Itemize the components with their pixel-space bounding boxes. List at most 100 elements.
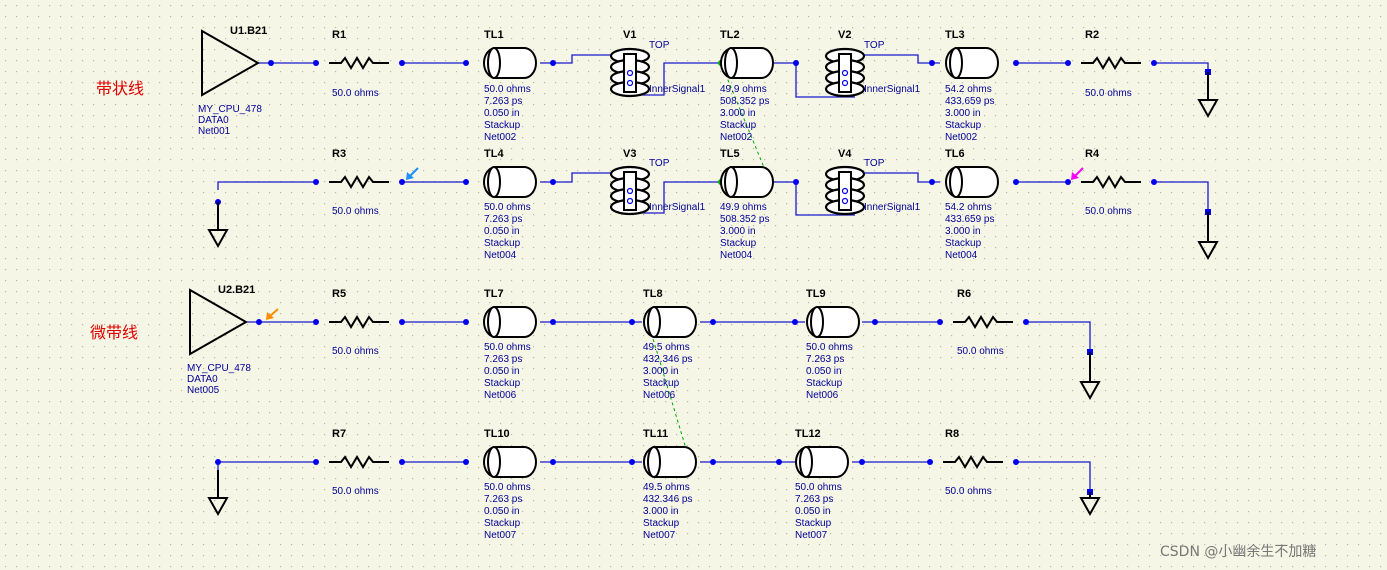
- tline-impedance: 50.0 ohms: [484, 84, 531, 95]
- resistor-ref: R8: [945, 428, 959, 440]
- resistor-r8[interactable]: R8 50.0 ohms: [942, 428, 1004, 497]
- via-bottom-layer: InnerSignal1: [864, 84, 921, 95]
- tline-ref: TL1: [484, 29, 504, 41]
- driver-u2-net: Net005: [187, 385, 220, 396]
- tline-net: Net007: [484, 530, 517, 541]
- ground-icon: [208, 470, 228, 515]
- tline-model: Stackup: [945, 120, 982, 131]
- tline-length: 3.000 in: [720, 108, 756, 119]
- tline-impedance: 54.2 ohms: [945, 202, 992, 213]
- tline-tl4[interactable]: TL4 50.0 ohms 7.263 ps 0.050 in Stackup …: [483, 148, 537, 261]
- watermark: CSDN @小幽余生不加糖: [1160, 543, 1316, 560]
- resistor-ref: R1: [332, 29, 346, 41]
- tline-tl7[interactable]: TL7 50.0 ohms 7.263 ps 0.050 in Stackup …: [483, 288, 537, 401]
- resistor-r7[interactable]: R7 50.0 ohms: [328, 428, 390, 497]
- resistor-r4[interactable]: R4 50.0 ohms: [1080, 148, 1142, 217]
- tline-ref: TL9: [806, 288, 826, 300]
- driver-u1-net: Net001: [198, 126, 231, 137]
- tline-ref: TL11: [643, 428, 668, 440]
- tline-length: 0.050 in: [484, 108, 520, 119]
- tline-tl5[interactable]: TL5 49.9 ohms 508.352 ps 3.000 in Stacku…: [720, 148, 774, 261]
- tline-impedance: 50.0 ohms: [484, 482, 531, 493]
- tline-net: Net006: [806, 390, 839, 401]
- via-bottom-layer: InnerSignal1: [649, 84, 706, 95]
- tline-model: Stackup: [806, 378, 843, 389]
- resistor-ref: R6: [957, 288, 971, 300]
- tline-ref: TL10: [484, 428, 510, 440]
- tline-net: Net004: [720, 250, 753, 261]
- tline-tl10[interactable]: TL10 50.0 ohms 7.263 ps 0.050 in Stackup…: [483, 428, 537, 541]
- microstrip-label: 微带线: [90, 323, 138, 342]
- resistor-ref: R4: [1085, 148, 1100, 160]
- probe-orange-icon[interactable]: [266, 308, 279, 320]
- driver-u1[interactable]: U1.B21 MY_CPU_478 DATA0 Net001: [198, 25, 267, 137]
- tline-length: 3.000 in: [643, 366, 679, 377]
- via-v2[interactable]: V2 TOP InnerSignal1: [824, 29, 921, 98]
- coupling-lines: [647, 62, 771, 463]
- tline-tl11[interactable]: TL11 49.5 ohms 432.346 ps 3.000 in Stack…: [643, 428, 697, 541]
- via-top-layer: TOP: [649, 158, 670, 169]
- stripline-label: 带状线: [96, 79, 144, 98]
- via-v4[interactable]: V4 TOP InnerSignal1: [824, 148, 921, 216]
- tline-impedance: 50.0 ohms: [484, 202, 531, 213]
- via-v1[interactable]: V1 TOP InnerSignal1: [609, 29, 706, 98]
- tline-model: Stackup: [484, 378, 521, 389]
- tline-delay: 7.263 ps: [484, 96, 522, 107]
- tline-ref: TL2: [720, 29, 740, 41]
- tline-length: 0.050 in: [806, 366, 842, 377]
- tline-ref: TL8: [643, 288, 663, 300]
- via-bottom-layer: InnerSignal1: [864, 202, 921, 213]
- tline-delay: 432.346 ps: [643, 354, 693, 365]
- tline-model: Stackup: [795, 518, 832, 529]
- tline-ref: TL7: [484, 288, 504, 300]
- resistor-value: 50.0 ohms: [1085, 88, 1132, 99]
- driver-u2-ref: U2.B21: [218, 284, 255, 296]
- tline-tl1[interactable]: TL1 50.0 ohms 7.263 ps 0.050 in Stackup …: [483, 29, 537, 143]
- tline-net: Net002: [945, 132, 978, 143]
- driver-u1-ref: U1.B21: [230, 25, 267, 37]
- via-ref: V3: [623, 148, 636, 160]
- tline-delay: 432.346 ps: [643, 494, 693, 505]
- tline-delay: 433.659 ps: [945, 96, 995, 107]
- wires: [217, 54, 1209, 492]
- tline-delay: 508.352 ps: [720, 96, 770, 107]
- tline-tl3[interactable]: TL3 54.2 ohms 433.659 ps 3.000 in Stacku…: [945, 29, 999, 143]
- tline-delay: 433.659 ps: [945, 214, 995, 225]
- ground-icon: [1198, 212, 1218, 259]
- tline-tl8[interactable]: TL8 49.5 ohms 432.346 ps 3.000 in Stacku…: [643, 288, 697, 401]
- resistor-r5[interactable]: R5 50.0 ohms: [328, 288, 390, 357]
- tline-tl6[interactable]: TL6 54.2 ohms 433.659 ps 3.000 in Stacku…: [945, 148, 999, 261]
- probe-magenta-icon[interactable]: [1071, 167, 1084, 180]
- driver-u2-model: MY_CPU_478: [187, 363, 251, 374]
- tline-impedance: 54.2 ohms: [945, 84, 992, 95]
- probe-blue-icon[interactable]: [406, 167, 419, 180]
- resistor-value: 50.0 ohms: [332, 206, 379, 217]
- tline-model: Stackup: [484, 518, 521, 529]
- tline-tl12[interactable]: TL12 50.0 ohms 7.263 ps 0.050 in Stackup…: [795, 428, 849, 541]
- tline-length: 0.050 in: [484, 366, 520, 377]
- resistor-ref: R2: [1085, 29, 1099, 41]
- tline-length: 0.050 in: [795, 506, 831, 517]
- driver-u2[interactable]: U2.B21 MY_CPU_478 DATA0 Net005: [187, 284, 255, 396]
- tline-net: Net006: [643, 390, 676, 401]
- ground-icon: [1080, 352, 1100, 399]
- tline-ref: TL4: [484, 148, 504, 160]
- tline-delay: 508.352 ps: [720, 214, 770, 225]
- tline-tl2[interactable]: TL2 49.9 ohms 508.352 ps 3.000 in Stacku…: [720, 29, 774, 143]
- tline-model: Stackup: [643, 378, 680, 389]
- tline-model: Stackup: [484, 238, 521, 249]
- resistor-r2[interactable]: R2 50.0 ohms: [1080, 29, 1142, 99]
- resistor-r3[interactable]: R3 50.0 ohms: [328, 148, 390, 217]
- resistor-r6[interactable]: R6 50.0 ohms: [952, 288, 1014, 357]
- resistor-value: 50.0 ohms: [332, 486, 379, 497]
- resistor-r1[interactable]: R1 50.0 ohms: [328, 29, 390, 99]
- tline-tl9[interactable]: TL9 50.0 ohms 7.263 ps 0.050 in Stackup …: [806, 288, 860, 401]
- via-v3[interactable]: V3 TOP InnerSignal1: [609, 148, 706, 216]
- ground-icon: [208, 202, 228, 247]
- tline-delay: 7.263 ps: [484, 214, 522, 225]
- tline-length: 3.000 in: [643, 506, 679, 517]
- via-ref: V4: [838, 148, 852, 160]
- tline-impedance: 50.0 ohms: [795, 482, 842, 493]
- tline-impedance: 49.9 ohms: [720, 202, 767, 213]
